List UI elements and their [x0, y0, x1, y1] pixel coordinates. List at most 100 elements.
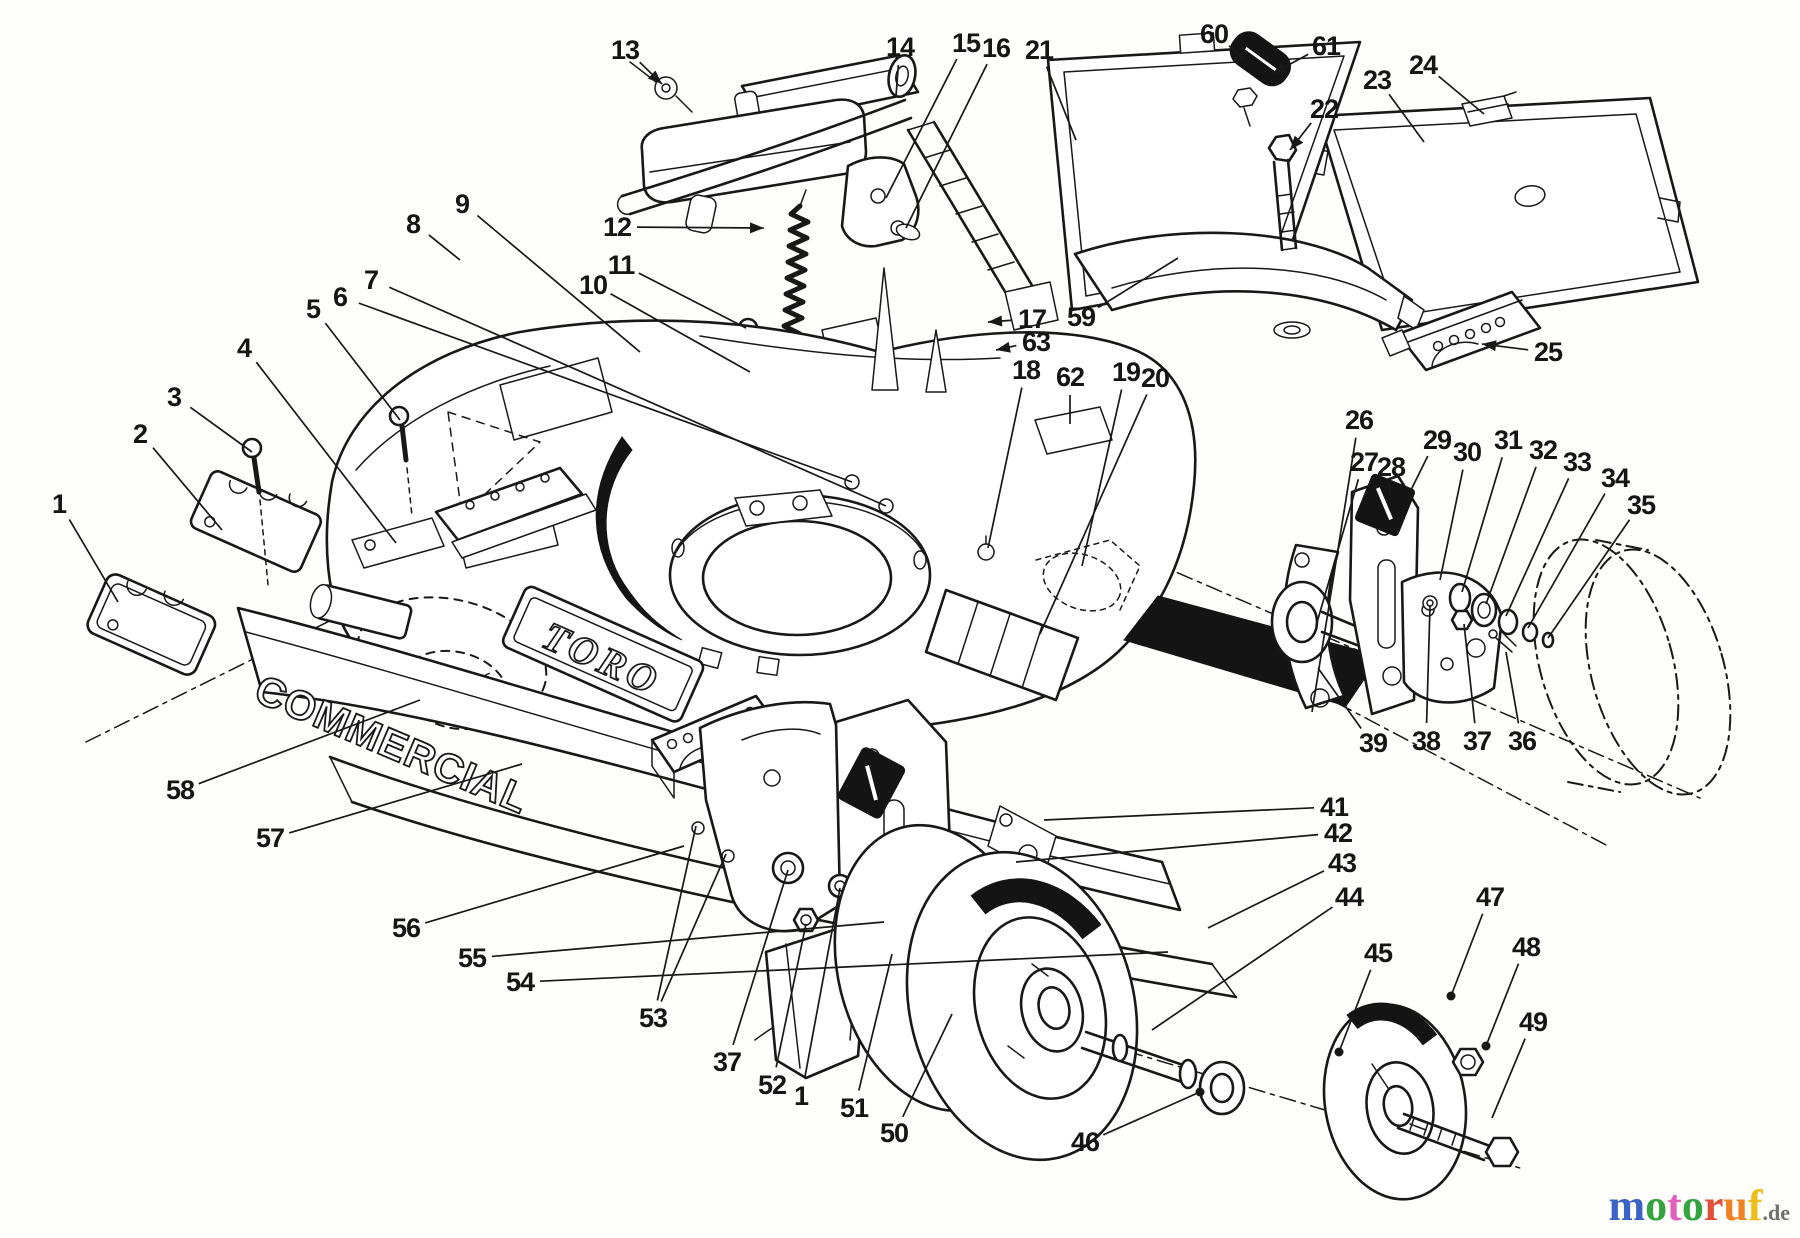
- callout-29: 29: [1409, 425, 1453, 493]
- svg-text:41: 41: [1320, 792, 1349, 822]
- svg-text:34: 34: [1601, 463, 1630, 493]
- svg-text:16: 16: [982, 33, 1011, 63]
- svg-text:62: 62: [1056, 362, 1084, 392]
- svg-text:47: 47: [1476, 882, 1504, 912]
- front-wheel-assembly: [833, 823, 1520, 1201]
- phantom-rear-wheel: [1532, 538, 1732, 796]
- svg-text:36: 36: [1508, 726, 1537, 756]
- motoruf-watermark: motoruf.de: [1609, 1184, 1790, 1228]
- callout-10: 10: [579, 270, 751, 373]
- callout-20: 20: [1039, 363, 1170, 635]
- svg-text:6: 6: [333, 282, 348, 312]
- svg-text:23: 23: [1363, 65, 1392, 95]
- callout-25: 25: [1481, 337, 1564, 367]
- callout-24: 24: [1409, 50, 1485, 115]
- svg-text:15: 15: [952, 28, 981, 58]
- svg-text:27: 27: [1350, 447, 1378, 477]
- svg-text:3: 3: [167, 382, 182, 412]
- callout-60: 60: [1200, 19, 1245, 61]
- svg-text:31: 31: [1494, 425, 1523, 455]
- callout-3: 3: [167, 382, 253, 453]
- svg-text:17: 17: [1018, 304, 1046, 334]
- svg-text:43: 43: [1328, 848, 1357, 878]
- callout-62: 62: [1056, 362, 1085, 424]
- svg-text:21: 21: [1025, 35, 1054, 65]
- callout-17: 17: [987, 304, 1047, 334]
- callout-1: 1: [52, 489, 119, 603]
- callout-19: 19: [1081, 357, 1142, 567]
- callout-44: 44: [1151, 882, 1365, 1031]
- svg-text:58: 58: [166, 775, 195, 805]
- svg-text:50: 50: [880, 1118, 908, 1148]
- svg-text:14: 14: [886, 32, 915, 62]
- svg-text:18: 18: [1012, 355, 1041, 385]
- callout-49: 49: [1491, 1007, 1549, 1119]
- svg-text:33: 33: [1563, 447, 1592, 477]
- svg-text:20: 20: [1141, 363, 1169, 393]
- svg-text:28: 28: [1377, 452, 1406, 482]
- motoruf-letter: f: [1747, 1181, 1763, 1230]
- svg-text:56: 56: [392, 913, 421, 943]
- callout-43: 43: [1207, 848, 1358, 929]
- svg-text:42: 42: [1324, 818, 1352, 848]
- svg-text:53: 53: [639, 1003, 668, 1033]
- callout-33: 33: [1505, 447, 1593, 617]
- svg-text:7: 7: [364, 265, 378, 295]
- motoruf-letter: m: [1608, 1181, 1646, 1230]
- callout-61: 61: [1271, 31, 1342, 75]
- callout-18: 18: [987, 355, 1042, 549]
- rear-axle-assembly: [1123, 290, 1555, 716]
- callout-4: 4: [237, 333, 397, 544]
- callout-47: 47: [1446, 882, 1505, 1001]
- svg-text:54: 54: [506, 967, 535, 997]
- callout-28: 28: [1377, 452, 1407, 501]
- callout-55: 55: [458, 921, 885, 973]
- svg-text:39: 39: [1359, 728, 1388, 758]
- callout-50: 50: [880, 1013, 953, 1148]
- svg-text:10: 10: [579, 270, 607, 300]
- svg-text:22: 22: [1310, 94, 1338, 124]
- callout-45: 45: [1334, 938, 1394, 1057]
- callout-51: 51: [840, 953, 893, 1123]
- callout-56: 56: [392, 845, 685, 943]
- svg-text:49: 49: [1519, 1007, 1548, 1037]
- callout-52: 52: [758, 923, 807, 1100]
- svg-text:4: 4: [237, 333, 252, 363]
- svg-text:8: 8: [406, 209, 421, 239]
- callout-5: 5: [306, 294, 401, 421]
- motoruf-suffix: .de: [1762, 1200, 1791, 1225]
- svg-text:35: 35: [1627, 490, 1656, 520]
- callout-7: 7: [364, 265, 887, 507]
- callout-42: 42: [1015, 818, 1353, 863]
- svg-text:48: 48: [1512, 932, 1541, 962]
- callout-23: 23: [1363, 65, 1425, 143]
- svg-text:63: 63: [1022, 327, 1051, 357]
- svg-text:9: 9: [455, 189, 470, 219]
- callout-6: 6: [333, 282, 853, 483]
- callout-38: 38: [1412, 605, 1442, 756]
- svg-text:37: 37: [713, 1047, 741, 1077]
- callout-58: 58: [166, 699, 421, 805]
- svg-text:24: 24: [1409, 50, 1438, 80]
- callout-35: 35: [1547, 490, 1657, 639]
- motoruf-letter: t: [1667, 1181, 1682, 1230]
- callout-13: 13: [611, 35, 663, 85]
- callout-31: 31: [1461, 425, 1524, 593]
- callout-8: 8: [406, 209, 461, 261]
- svg-text:46: 46: [1071, 1127, 1100, 1157]
- callout-53: 53: [639, 825, 727, 1033]
- callout-57: 57: [256, 763, 523, 853]
- svg-text:1: 1: [794, 1081, 809, 1111]
- callout-32: 32: [1485, 435, 1558, 605]
- svg-text:12: 12: [603, 212, 631, 242]
- callout-12: 12: [603, 212, 765, 242]
- svg-text:30: 30: [1453, 437, 1481, 467]
- motoruf-word: motoruf: [1609, 1181, 1763, 1230]
- svg-text:55: 55: [458, 943, 487, 973]
- callout-21: 21: [1025, 35, 1077, 141]
- callout-48: 48: [1481, 932, 1542, 1051]
- left-handle-brackets: [86, 405, 597, 676]
